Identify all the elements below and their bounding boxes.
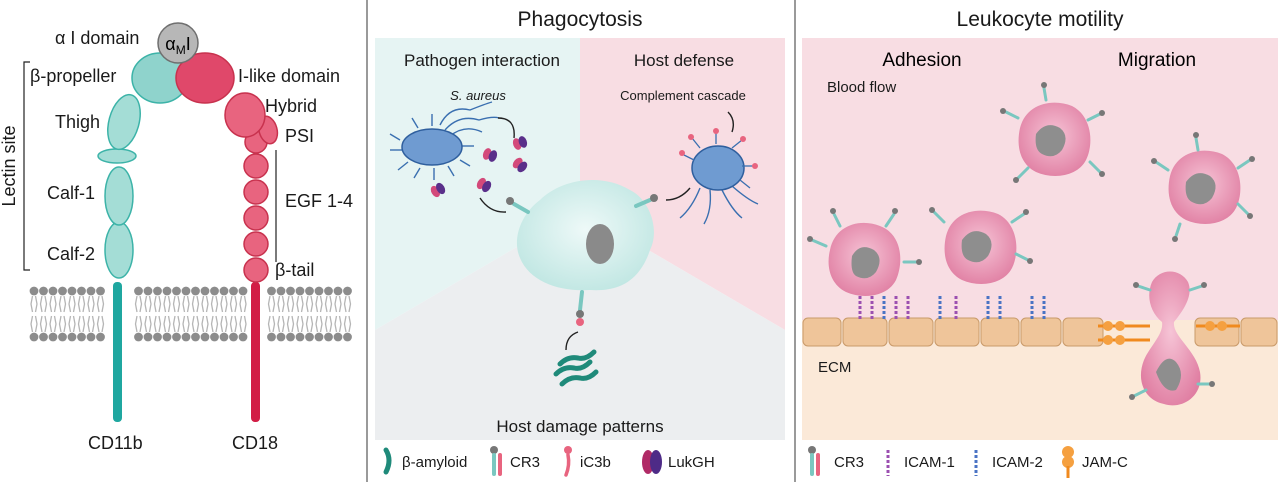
- arrow-complement: [727, 111, 735, 133]
- beta-propeller-label: β-propeller: [30, 66, 116, 86]
- hybrid-label: Hybrid: [265, 96, 317, 116]
- cd11b-stalk: [113, 282, 122, 422]
- arrow-to-cell-left: [479, 197, 507, 213]
- icam-receptors: [858, 296, 1046, 320]
- lukgh-legend-icon: [642, 450, 662, 474]
- membrane: [29, 284, 360, 344]
- lectin-site-label: Lectin site: [0, 125, 19, 206]
- cd18-chain: [175, 52, 279, 422]
- alpha-m-badge-label: αMI: [165, 34, 190, 57]
- jamc-legend-icon: [1062, 446, 1074, 478]
- calf2-domain: [104, 221, 134, 279]
- legend-ic3b: iC3b: [580, 454, 611, 471]
- leukocyte-4: [1168, 150, 1241, 224]
- migration-label: Migration: [1118, 50, 1196, 71]
- phagocyte-cell: [506, 179, 658, 326]
- s-aureus-bacterium: [389, 101, 500, 180]
- cd18-label: CD18: [232, 433, 278, 453]
- leukocyte-transmigrating: [1140, 271, 1201, 406]
- cr3-spike-heads: [807, 82, 1255, 400]
- legend-icam1: ICAM-1: [904, 454, 955, 471]
- beta-tail-label: β-tail: [275, 260, 314, 280]
- arrow-amyloid: [565, 331, 579, 351]
- middle-legend: β-amyloid CR3 iC3b LukGH: [383, 446, 715, 477]
- legend-lukgh: LukGH: [668, 454, 715, 471]
- thigh-linker: [97, 148, 137, 164]
- legend-jamc: JAM-C: [1082, 454, 1128, 471]
- alpha-m-i-domain: [157, 22, 199, 64]
- alpha-i-domain-label: α I domain: [55, 28, 139, 48]
- jam-c-junctions: [1098, 321, 1240, 345]
- arrow-toxin: [497, 117, 515, 139]
- i-like-domain-label: I-like domain: [238, 66, 340, 86]
- cr3-spikes: [810, 86, 1252, 398]
- leukocyte-3: [1018, 102, 1091, 176]
- opsonized-bacterium: [679, 128, 759, 225]
- calf1-label: Calf-1: [47, 183, 95, 203]
- thigh-domain: [107, 93, 141, 151]
- cd18-stalk: [251, 282, 260, 422]
- blood-flow-label: Blood flow: [827, 79, 896, 96]
- egf-label: EGF 1-4: [285, 191, 353, 211]
- beta-amyloid-fibrils: [553, 349, 599, 387]
- i-like-domain: [175, 52, 235, 104]
- pathogen-interaction-label: Pathogen interaction: [404, 51, 560, 70]
- motility-title: Leukocyte motility: [957, 8, 1124, 31]
- cd11b-label: CD11b: [88, 433, 143, 453]
- legend-cr3-right: CR3: [834, 454, 864, 471]
- ic3b-legend-icon: [564, 446, 572, 477]
- hybrid-domain: [224, 92, 266, 138]
- calf2-label: Calf-2: [47, 244, 95, 264]
- cr3-legend-icon-right: [808, 446, 820, 476]
- leukocyte-2: [944, 210, 1017, 284]
- legend-beta-amyloid: β-amyloid: [402, 454, 467, 471]
- psi-label: PSI: [285, 126, 314, 146]
- host-damage-label: Host damage patterns: [496, 417, 663, 436]
- lukgh-toxins: [430, 136, 528, 198]
- s-aureus-label: S. aureus: [450, 88, 506, 103]
- thigh-label: Thigh: [55, 112, 100, 132]
- cr3-legend-icon-middle: [490, 446, 502, 476]
- right-legend: CR3 ICAM-1 ICAM-2 JAM-C: [808, 446, 1128, 478]
- ecm-label: ECM: [818, 359, 851, 376]
- legend-icam2: ICAM-2: [992, 454, 1043, 471]
- phagocytosis-title: Phagocytosis: [518, 8, 643, 31]
- legend-cr3-middle: CR3: [510, 454, 540, 471]
- complement-cascade-label: Complement cascade: [620, 88, 746, 103]
- host-defense-label: Host defense: [634, 51, 734, 70]
- calf1-domain: [104, 166, 134, 226]
- beta-amyloid-legend-icon: [383, 447, 392, 475]
- adhesion-label: Adhesion: [882, 50, 961, 71]
- leukocyte-1: [828, 222, 901, 296]
- cd11b-chain: [97, 52, 189, 422]
- arrow-to-cell-right: [665, 187, 691, 201]
- lectin-bracket: [23, 61, 30, 271]
